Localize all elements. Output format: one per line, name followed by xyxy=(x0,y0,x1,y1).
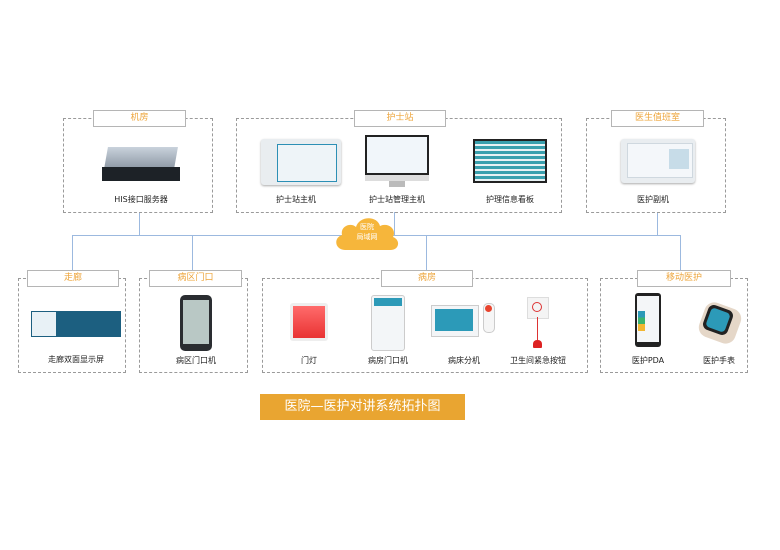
network-label-2: 局域网 xyxy=(356,233,378,241)
corridor-double-display: 走廊双面显示屏 xyxy=(31,311,121,364)
network-cloud-icon: 医院局域网 xyxy=(333,212,401,252)
device-label: 护士站主机 xyxy=(276,195,316,204)
device-label: 医护副机 xyxy=(637,195,669,204)
group-duty-room: 医生值班室 医护副机 xyxy=(586,110,726,213)
device-label: 走廊双面显示屏 xyxy=(48,355,104,364)
link-line xyxy=(394,212,395,235)
diagram-title: 医院—医护对讲系统拓扑图 xyxy=(260,394,465,420)
link-line xyxy=(139,212,140,235)
device-label: HIS接口服务器 xyxy=(114,195,168,204)
group-mobile-care: 移动医护 医护PDA 医护手表 xyxy=(600,270,748,373)
device-label: 病区门口机 xyxy=(176,356,216,365)
bedside-terminal: 病床分机 xyxy=(431,303,497,365)
group-ward: 病房 门灯 病房门口机 病床分机 卫生间紧急按钮 xyxy=(262,270,588,373)
ward-door-terminal: 病房门口机 xyxy=(368,295,408,365)
device-label: 护理信息看板 xyxy=(486,195,534,204)
ward-entrance-terminal: 病区门口机 xyxy=(176,295,216,365)
device-label: 医护手表 xyxy=(703,356,735,365)
medical-pda: 医护PDA xyxy=(632,293,664,365)
medical-watch: 医护手表 xyxy=(695,299,745,365)
device-label: 护士站管理主机 xyxy=(369,195,425,204)
group-server-room: 机房 HIS接口服务器 xyxy=(63,110,213,213)
nurse-station-host: 护士站主机 xyxy=(251,139,341,204)
link-line xyxy=(680,235,681,270)
group-label: 病房 xyxy=(381,270,473,287)
group-label: 走廊 xyxy=(27,270,119,287)
link-line xyxy=(426,235,427,270)
nursing-info-board: 护理信息看板 xyxy=(473,139,547,204)
group-label: 病区门口 xyxy=(149,270,242,287)
device-label: 门灯 xyxy=(301,356,317,365)
bathroom-emergency-button: 卫生间紧急按钮 xyxy=(510,297,566,365)
network-label-1: 医院 xyxy=(360,223,374,231)
medical-sub-host: 医护副机 xyxy=(611,139,695,204)
group-label: 机房 xyxy=(93,110,186,127)
device-label: 病房门口机 xyxy=(368,356,408,365)
group-corridor: 走廊 走廊双面显示屏 xyxy=(18,270,126,373)
device-label: 医护PDA xyxy=(631,356,665,365)
group-label: 医生值班室 xyxy=(611,110,704,127)
device-label: 卫生间紧急按钮 xyxy=(510,356,566,365)
door-light: 门灯 xyxy=(290,303,328,365)
link-line xyxy=(657,212,658,235)
link-line xyxy=(192,235,193,270)
group-ward-entrance: 病区门口 病区门口机 xyxy=(139,270,248,373)
device-label: 病床分机 xyxy=(448,356,480,365)
nurse-station-management-host: 护士站管理主机 xyxy=(365,135,429,204)
group-label: 移动医护 xyxy=(637,270,731,287)
link-line xyxy=(72,235,73,270)
group-nurse-station: 护士站 护士站主机 护士站管理主机 护理信息看板 xyxy=(236,110,562,213)
group-label: 护士站 xyxy=(354,110,446,127)
his-server: HIS接口服务器 xyxy=(102,147,180,204)
